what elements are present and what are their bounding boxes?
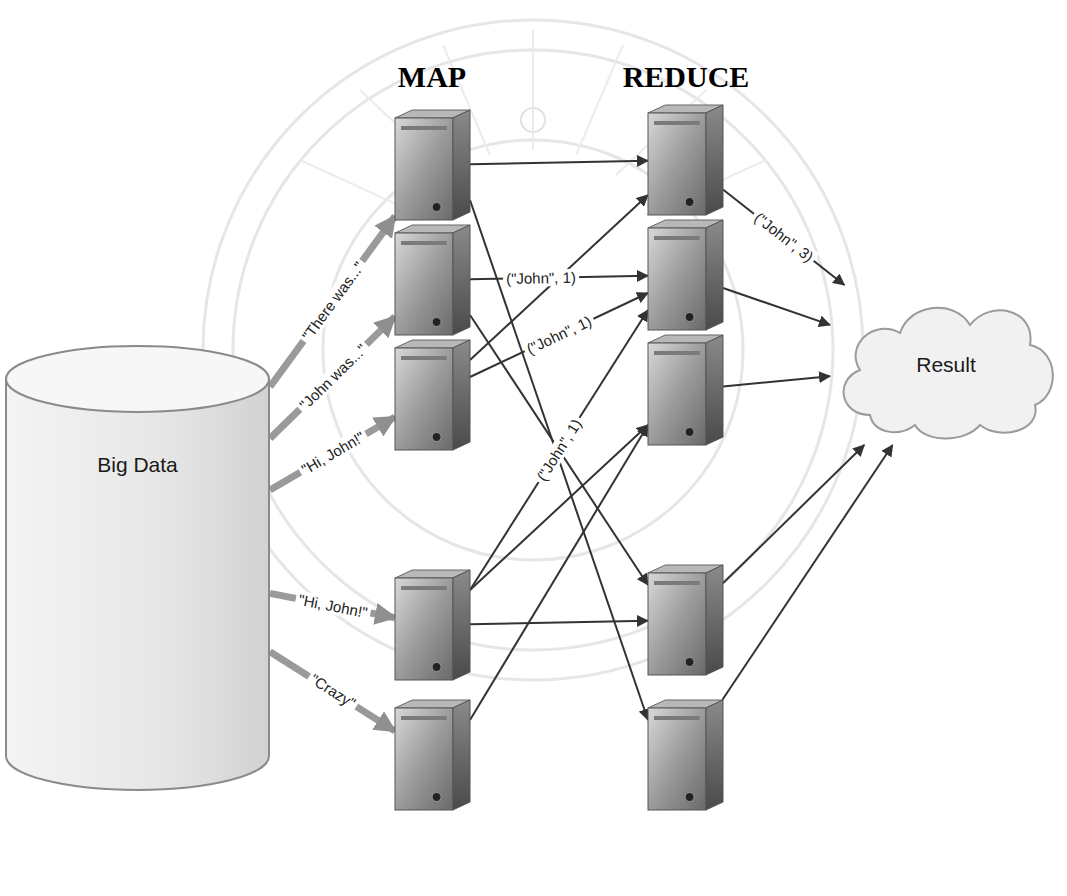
server-button (432, 793, 441, 802)
map-server (395, 225, 470, 335)
cyl-outline (5, 345, 270, 790)
reduce-server (648, 565, 723, 675)
server-outline (395, 700, 470, 810)
server-side (706, 565, 723, 675)
server-slot (401, 716, 447, 720)
server-outline (648, 220, 723, 330)
server-front (648, 228, 706, 330)
edge-label: "Hi, John!" (295, 427, 369, 480)
edge-label: ("John", 1) (503, 268, 579, 287)
input-arrow (270, 652, 395, 731)
data-arrow (470, 195, 648, 360)
server-front (648, 573, 706, 675)
cylinder-top (6, 346, 269, 412)
reduce-server (648, 335, 723, 445)
server-slot (654, 581, 700, 585)
cylinder-body (6, 379, 269, 790)
edge-label: "John was..." (293, 339, 371, 416)
server-slot (654, 121, 700, 125)
data-arrow (470, 161, 648, 165)
input-arrow (270, 216, 395, 387)
server-front (395, 578, 453, 680)
server-slot (401, 241, 447, 245)
server-side (706, 335, 723, 445)
reduce-server (648, 220, 723, 330)
server-outline (648, 105, 723, 215)
input-arrow (270, 317, 395, 439)
data-arrow (722, 445, 892, 700)
server-outline (648, 335, 723, 445)
data-arrow (470, 425, 648, 590)
server-slot (654, 716, 700, 720)
reduce-server (648, 105, 723, 215)
server-front (648, 113, 706, 215)
edge-label: "Crazy" (304, 669, 360, 713)
data-arrow (723, 288, 830, 325)
server-outline (395, 570, 470, 680)
server-button (432, 663, 441, 672)
server-slot (654, 236, 700, 240)
server-button (432, 203, 441, 212)
server-slot (401, 586, 447, 590)
seal-rays (300, 30, 766, 215)
server-front (395, 708, 453, 810)
input-arrow (270, 593, 395, 617)
server-side (453, 110, 470, 220)
edge-label: "There was..." (296, 256, 369, 346)
edge-label: ("John", 3) (749, 207, 819, 267)
reduce-server (648, 700, 723, 810)
edge-label: ("John", 1) (531, 413, 586, 486)
server-slot (401, 126, 447, 130)
server-outline (395, 225, 470, 335)
seal-sun (521, 108, 545, 132)
server-button (432, 318, 441, 327)
server-side (706, 700, 723, 810)
edge-label: ("John", 1) (521, 311, 597, 359)
server-outline (395, 110, 470, 220)
map-server (395, 340, 470, 450)
server-side (453, 700, 470, 810)
server-slot (401, 356, 447, 360)
data-arrow (470, 621, 648, 625)
data-cylinder: Big Data (5, 345, 270, 790)
server-front (395, 118, 453, 220)
map-server (395, 110, 470, 220)
map-server (395, 570, 470, 680)
server-front (395, 233, 453, 335)
server-side (453, 570, 470, 680)
column-heading: REDUCE (623, 60, 750, 94)
data-arrow (723, 190, 844, 285)
server-side (706, 105, 723, 215)
data-arrow (723, 445, 864, 583)
server-outline (648, 565, 723, 675)
data-arrow (723, 376, 830, 386)
input-arrow (270, 417, 395, 490)
map-server (395, 700, 470, 810)
server-side (453, 340, 470, 450)
server-side (453, 225, 470, 335)
server-button (685, 658, 694, 667)
column-heading: MAP (398, 60, 466, 94)
server-side (706, 220, 723, 330)
node-label: Result (916, 353, 976, 377)
server-front (648, 708, 706, 810)
cloud-outline (844, 308, 1053, 439)
seal-outline (203, 20, 863, 680)
edge-label: "Hi, John!" (294, 590, 372, 621)
server-button (432, 433, 441, 442)
server-outline (395, 340, 470, 450)
server-front (395, 348, 453, 450)
server-outline (648, 700, 723, 810)
server-button (685, 313, 694, 322)
node-label: Big Data (97, 453, 178, 477)
server-front (648, 343, 706, 445)
server-button (685, 428, 694, 437)
result-cloud: Result (830, 285, 1062, 445)
server-button (685, 793, 694, 802)
server-slot (654, 351, 700, 355)
data-arrow (470, 425, 648, 720)
data-arrow (470, 310, 648, 590)
server-button (685, 198, 694, 207)
